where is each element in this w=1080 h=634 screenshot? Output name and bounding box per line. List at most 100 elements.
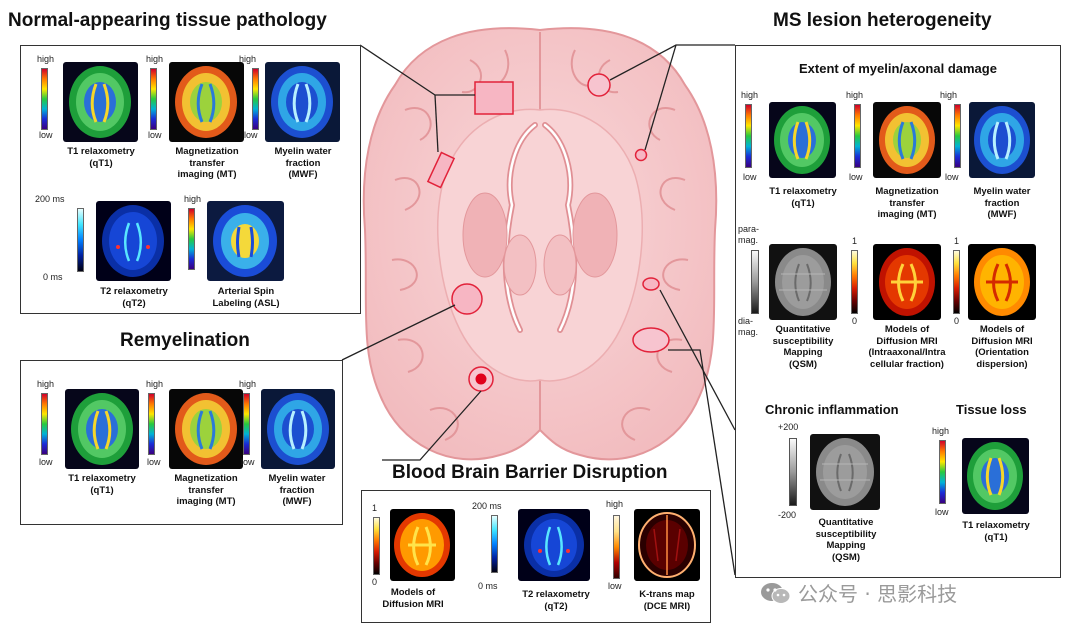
- image-mt: [873, 102, 941, 178]
- colorbar-rainbow: [41, 393, 48, 455]
- colorbar-cyan: [77, 208, 84, 272]
- watermark-text: 公众号 · 思影科技: [798, 582, 958, 606]
- image-mt: [169, 62, 244, 142]
- label-high: high: [741, 90, 759, 100]
- label-high: high: [146, 54, 164, 64]
- caption-qsm: Quantitative susceptibility Mapping (QSM…: [815, 517, 877, 563]
- label-high: high: [606, 499, 624, 509]
- wechat-icon: [761, 582, 791, 604]
- colorbar-cyan: [491, 515, 498, 573]
- label-paramag: para- mag.: [738, 224, 760, 245]
- colorbar-rainbow: [188, 208, 195, 270]
- caption-mwf: Myelin water fraction (MWF): [973, 186, 1031, 220]
- heading-tissue-loss: Tissue loss: [956, 402, 1027, 417]
- panel-ms-lesion: Extent of myelin/axonal damage high low …: [735, 45, 1061, 578]
- lesion-bbb-core: [475, 373, 487, 385]
- panel-bbb: 1 0 Models of Diffusion MRI 200 ms 0 ms …: [361, 490, 711, 623]
- panel-remyelination: high low T1 relaxometry (qT1) high low M…: [20, 360, 343, 525]
- label-0: 0: [372, 577, 378, 587]
- label-diamag: dia- mag.: [738, 316, 759, 337]
- heading-extent: Extent of myelin/axonal damage: [799, 61, 997, 76]
- panel-normal-appearing: high low T1 relaxometry (qT1) high low M…: [20, 45, 361, 314]
- label-low: low: [608, 581, 622, 591]
- label-high: high: [184, 194, 202, 204]
- caption-mt: Magnetization transfer imaging (MT): [875, 186, 939, 220]
- caption-qt1: T1 relaxometry (qT1): [769, 186, 837, 209]
- label-high: high: [239, 54, 257, 64]
- lesion-small-right: [634, 148, 648, 162]
- label-high: high: [37, 54, 55, 64]
- label-high: high: [940, 90, 958, 100]
- image-asl: [207, 201, 284, 281]
- title-ms-lesion: MS lesion heterogeneity: [773, 10, 992, 31]
- colorbar-rainbow: [41, 68, 48, 130]
- image-qt2: [96, 201, 171, 281]
- label-high: high: [146, 379, 164, 389]
- lesion-large-oval: [632, 327, 670, 353]
- label-high: high: [846, 90, 864, 100]
- image-mt: [169, 389, 243, 469]
- caption-mwf: Myelin water fraction (MWF): [268, 473, 326, 507]
- caption-qt1: T1 relaxometry (qT1): [962, 520, 1030, 543]
- label-low: low: [945, 172, 959, 182]
- label-plus200: +200: [778, 422, 799, 432]
- colorbar-gray: [789, 438, 797, 506]
- watermark: 公众号 · 思影科技: [760, 578, 957, 607]
- heading-chronic: Chronic inflammation: [765, 402, 899, 417]
- colorbar-fire: [373, 517, 380, 575]
- title-bbb: Blood Brain Barrier Disruption: [392, 462, 668, 483]
- caption-dmri: Models of Diffusion MRI: [382, 587, 444, 610]
- label-low: low: [244, 130, 258, 140]
- label-high: high: [932, 426, 950, 436]
- label-low: low: [935, 507, 949, 517]
- caption-asl: Arterial Spin Labeling (ASL): [212, 286, 280, 309]
- caption-qt2: T2 relaxometry (qT2): [522, 589, 590, 612]
- image-dmri-icf: [873, 244, 941, 320]
- label-200ms: 200 ms: [35, 194, 65, 204]
- image-mwf: [261, 389, 335, 469]
- image-qsm: [769, 244, 837, 320]
- colorbar-rainbow: [243, 393, 250, 455]
- colorbar-rainbow: [252, 68, 259, 130]
- label-minus200: -200: [778, 510, 797, 520]
- lesion-rect-left: [426, 151, 456, 189]
- colorbar-rainbow: [939, 440, 946, 504]
- label-low: low: [241, 457, 255, 467]
- title-remyelination: Remyelination: [120, 330, 250, 351]
- image-dmri-od: [968, 244, 1036, 320]
- label-low: low: [148, 130, 162, 140]
- label-low: low: [147, 457, 161, 467]
- caption-qt2: T2 relaxometry (qT2): [100, 286, 168, 309]
- label-0: 0: [852, 316, 858, 326]
- image-dmri: [390, 509, 455, 581]
- image-qsm: [810, 434, 880, 510]
- caption-dmri-icf: Models of Diffusion MRI (Intraaxonal/Int…: [868, 324, 946, 370]
- caption-mt: Magnetization transfer imaging (MT): [174, 473, 238, 507]
- image-qt2: [518, 509, 590, 581]
- label-high: high: [239, 379, 257, 389]
- label-low: low: [849, 172, 863, 182]
- caption-mt: Magnetization transfer imaging (MT): [175, 146, 239, 180]
- image-qt1: [63, 62, 138, 142]
- label-200ms: 200 ms: [472, 501, 502, 511]
- image-qt1: [962, 438, 1029, 514]
- image-ktrans: [634, 509, 700, 581]
- label-0ms: 0 ms: [478, 581, 498, 591]
- caption-qt1: T1 relaxometry (qT1): [67, 146, 135, 169]
- lesion-small-oval: [642, 277, 660, 291]
- title-normal-appearing: Normal-appearing tissue pathology: [8, 10, 327, 31]
- caption-qt1: T1 relaxometry (qT1): [68, 473, 136, 496]
- label-1: 1: [852, 236, 858, 246]
- image-qt1: [769, 102, 836, 178]
- colorbar-ktrans: [613, 515, 620, 579]
- colorbar-rainbow: [148, 393, 155, 455]
- label-1: 1: [372, 503, 378, 513]
- colorbar-gray: [751, 250, 759, 314]
- image-qt1: [65, 389, 139, 469]
- caption-qsm: Quantitative susceptibility Mapping (QSM…: [772, 324, 834, 370]
- caption-dmri-od: Models of Diffusion MRI (Orientation dis…: [971, 324, 1033, 370]
- colorbar-fire: [851, 250, 858, 314]
- image-mwf: [265, 62, 340, 142]
- caption-mwf: Myelin water fraction (MWF): [274, 146, 332, 180]
